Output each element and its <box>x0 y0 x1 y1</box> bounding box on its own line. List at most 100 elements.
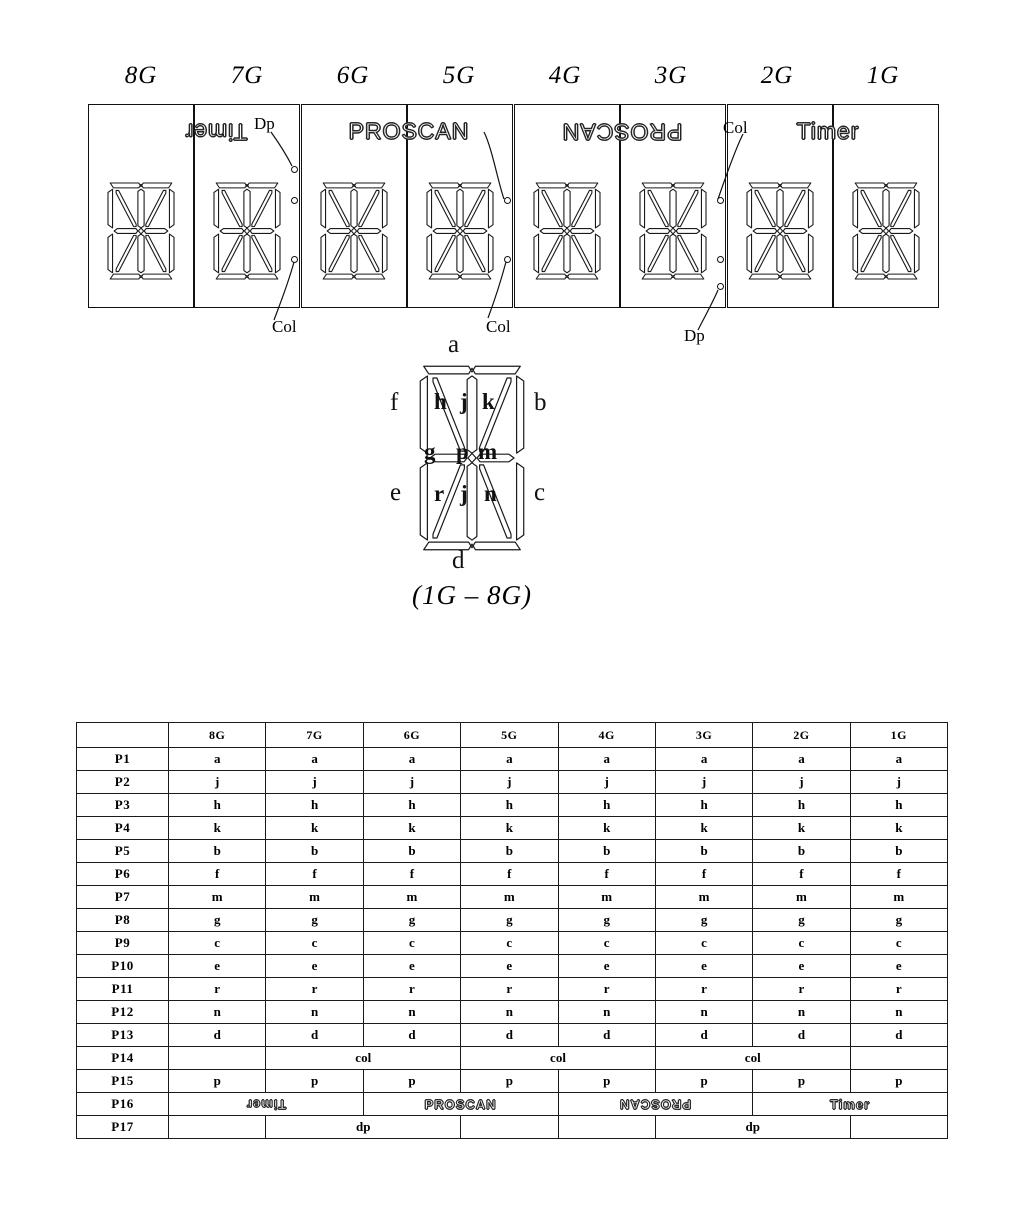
segment-label-n: n <box>484 481 497 506</box>
cell-p7-6g: m <box>362 885 462 909</box>
pin-label-p11: P11 <box>76 977 169 1001</box>
cell-p1-7g: a <box>265 747 364 771</box>
cell-p11-8g: r <box>167 977 267 1001</box>
cell-p12-5g: n <box>460 1000 559 1024</box>
cell-p13-8g: d <box>167 1023 267 1047</box>
seg14-glyph-1g <box>849 179 923 283</box>
cell-p6-6g: f <box>362 862 462 886</box>
cell-p1-6g: a <box>362 747 462 771</box>
seg14-glyph-7g <box>210 179 284 283</box>
cell-p7-8g: m <box>167 885 267 909</box>
table-header-row: 8G 7G 6G 5G 4G 3G 2G 1G <box>76 722 949 748</box>
column-header-2g: 2G <box>752 722 851 748</box>
cell-p15-6g: p <box>362 1069 462 1093</box>
display-panel-4g <box>514 104 620 308</box>
table-header: 8G 7G 6G 5G 4G 3G 2G 1G <box>76 722 949 748</box>
cell-p11-6g: r <box>362 977 462 1001</box>
cell-p2-2g: j <box>752 770 851 794</box>
cell-p5-7g: b <box>265 839 364 863</box>
cell-p9-6g: c <box>362 931 462 955</box>
cell-p6-4g: f <box>557 862 656 886</box>
segment-label-j-top: j <box>460 389 468 414</box>
seg14-glyph-reference <box>414 360 530 556</box>
display-panel-5g <box>407 104 513 308</box>
pin-label-p16: P16 <box>76 1092 169 1116</box>
cell-p13-2g: d <box>752 1023 851 1047</box>
pin-label-p2: P2 <box>76 770 169 794</box>
segment-name-map: a f b h j k g p m e c r j n d (1G – 8G) <box>372 332 572 632</box>
cell-p13-4g: d <box>557 1023 656 1047</box>
column-header-4g: 4G <box>557 722 656 748</box>
cell-p9-4g: c <box>557 931 656 955</box>
cell-p6-7g: f <box>265 862 364 886</box>
cell-p17-diagonal-5 <box>849 1115 949 1139</box>
grid-label-3g: 3G <box>654 62 688 89</box>
seg14-glyph-8g <box>104 179 178 283</box>
seg14-glyph-3g <box>636 179 710 283</box>
table-corner-cell <box>76 722 169 748</box>
cell-p10-6g: e <box>362 954 462 978</box>
cell-p11-7g: r <box>265 977 364 1001</box>
pin-label-p3: P3 <box>76 793 169 817</box>
cell-p3-3g: h <box>654 793 754 817</box>
cell-p9-8g: c <box>167 931 267 955</box>
grid-label-7g: 7G <box>230 62 264 89</box>
cell-p1-5g: a <box>460 747 559 771</box>
grid-label-8g: 8G <box>124 62 158 89</box>
cell-p3-5g: h <box>460 793 559 817</box>
annotation-col-mid: Col <box>486 317 511 336</box>
cell-p5-6g: b <box>362 839 462 863</box>
cell-p3-8g: h <box>167 793 267 817</box>
annotation-dp-left: Dp <box>254 114 275 133</box>
col-dot-left-upper <box>291 197 298 204</box>
col-dot-right-lower <box>717 256 724 263</box>
cell-p7-2g: m <box>752 885 851 909</box>
cell-p10-8g: e <box>167 954 267 978</box>
segment-label-a: a <box>448 331 460 358</box>
cell-p6-2g: f <box>752 862 851 886</box>
grid-label-1g: 1G <box>866 62 900 89</box>
cell-p13-3g: d <box>654 1023 754 1047</box>
pin-label-p8: P8 <box>76 908 169 932</box>
cell-p9-1g: c <box>849 931 949 955</box>
cell-p11-1g: r <box>849 977 949 1001</box>
seg14-glyph-4g <box>530 179 604 283</box>
pin-label-p1: P1 <box>76 747 169 771</box>
pin-label-p14: P14 <box>76 1046 169 1070</box>
cell-p3-1g: h <box>849 793 949 817</box>
cell-p9-3g: c <box>654 931 754 955</box>
cell-p4-3g: k <box>654 816 754 840</box>
column-header-3g: 3G <box>654 722 754 748</box>
cell-p5-8g: b <box>167 839 267 863</box>
display-panel-1g <box>833 104 939 308</box>
segment-label-e: e <box>390 479 402 506</box>
column-header-8g: 8G <box>167 722 267 748</box>
grid-label-6g: 6G <box>336 62 370 89</box>
cell-p17-diagonal-3 <box>557 1115 656 1139</box>
segment-map-caption: (1G – 8G) <box>412 580 532 610</box>
cell-p5-3g: b <box>654 839 754 863</box>
grid-label-2g: 2G <box>760 62 794 89</box>
cell-p7-3g: m <box>654 885 754 909</box>
cell-p11-3g: r <box>654 977 754 1001</box>
pin-label-p6: P6 <box>76 862 169 886</box>
cell-p12-8g: n <box>167 1000 267 1024</box>
segment-label-k: k <box>482 389 495 414</box>
cell-p14-diagonal-0 <box>167 1046 267 1070</box>
column-header-1g: 1G <box>849 722 949 748</box>
cell-p16-word-3: Timer <box>752 1092 948 1116</box>
cell-p14-col-3: col <box>654 1046 851 1070</box>
segment-label-g: g <box>424 439 436 464</box>
display-panel-diagram: 8G 7G 6G 5G 4G 3G 2G 1G Timer PROSCAN PR… <box>88 62 939 345</box>
pin-label-p15: P15 <box>76 1069 169 1093</box>
seg14-glyph-5g <box>423 179 497 283</box>
